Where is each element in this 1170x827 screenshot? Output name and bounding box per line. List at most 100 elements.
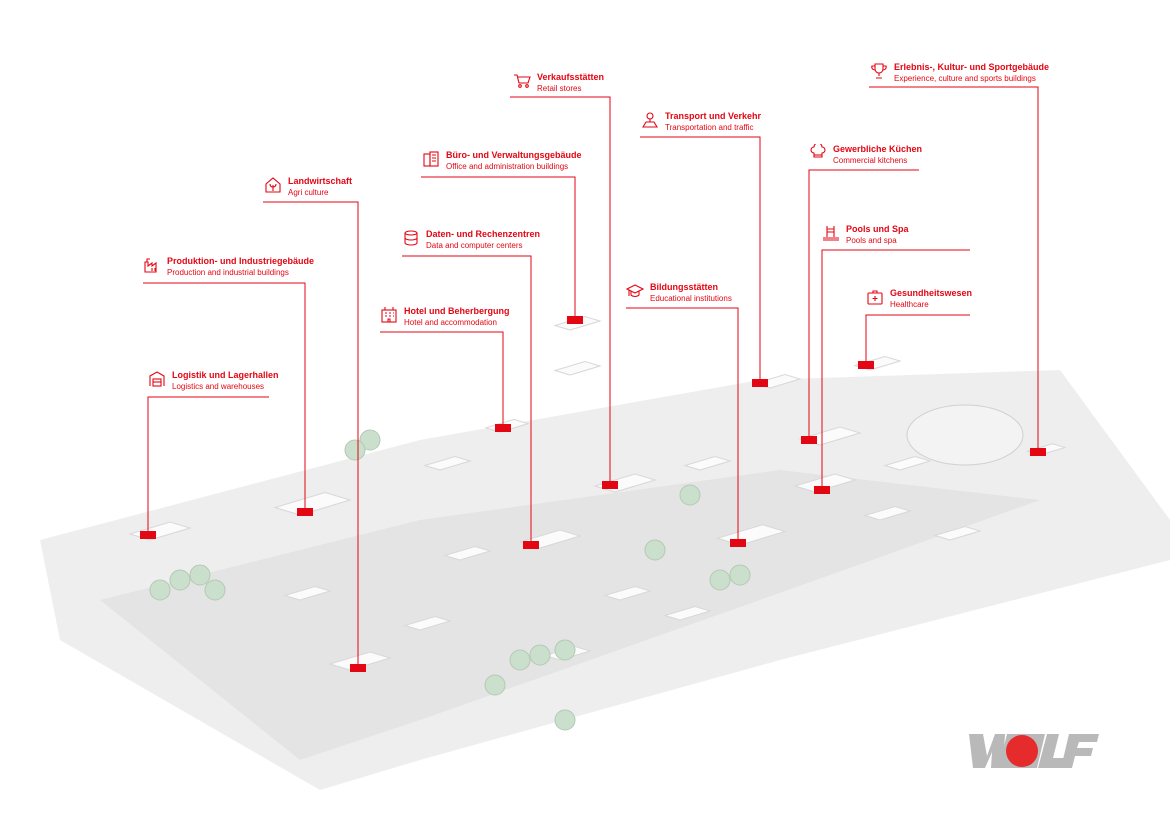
category-label-production[interactable]: Produktion- und Industriegebäude Product… bbox=[143, 256, 314, 278]
unit-marker-transport bbox=[752, 379, 768, 387]
trophy-icon bbox=[871, 63, 887, 79]
unit-marker-retail bbox=[602, 481, 618, 489]
tree bbox=[204, 579, 226, 601]
city-block bbox=[283, 585, 332, 601]
category-label-logistics[interactable]: Logistik und Lagerhallen Logistics and w… bbox=[148, 370, 279, 392]
tree bbox=[169, 569, 191, 591]
leader-line-health bbox=[865, 314, 970, 365]
category-label-pools[interactable]: Pools und Spa Pools and spa bbox=[822, 224, 909, 246]
leader-line-office bbox=[421, 176, 576, 320]
category-title: Erlebnis-, Kultur- und Sportgebäude bbox=[894, 62, 1049, 72]
category-title: Bildungsstätten bbox=[650, 282, 719, 292]
unit-marker-production bbox=[297, 508, 313, 516]
office-tower bbox=[553, 360, 602, 376]
category-subtitle: Transportation and traffic bbox=[665, 123, 754, 132]
category-label-transport[interactable]: Transport und Verkehr Transportation and… bbox=[641, 111, 761, 133]
shopping-cart-icon bbox=[514, 74, 531, 88]
category-label-health[interactable]: Gesundheitswesen Healthcare bbox=[866, 288, 972, 310]
category-title: Landwirtschaft bbox=[288, 176, 353, 186]
warehouse-icon bbox=[149, 371, 165, 387]
category-subtitle: Educational institutions bbox=[650, 294, 732, 303]
category-subtitle: Commercial kitchens bbox=[833, 156, 908, 165]
tree bbox=[189, 564, 211, 586]
chef-hat-icon bbox=[810, 144, 826, 158]
category-subtitle: Office and administration buildings bbox=[446, 162, 569, 171]
category-title: Verkaufsstätten bbox=[537, 72, 605, 82]
city-block bbox=[603, 585, 652, 601]
leader-line-culture bbox=[869, 86, 1039, 452]
category-title: Büro- und Verwaltungsgebäude bbox=[446, 150, 582, 160]
unit-marker-office bbox=[567, 316, 583, 324]
category-title: Logistik und Lagerhallen bbox=[172, 370, 279, 380]
unit-marker-education bbox=[730, 539, 746, 547]
greenhouse-plant-icon bbox=[265, 177, 281, 193]
tree bbox=[679, 484, 701, 506]
category-title: Daten- und Rechenzentren bbox=[426, 229, 541, 239]
tree bbox=[644, 539, 666, 561]
leader-line-transport bbox=[640, 136, 761, 383]
category-title: Produktion- und Industriegebäude bbox=[167, 256, 314, 266]
map-pin-icon bbox=[642, 112, 658, 128]
wolf-logo bbox=[969, 734, 1099, 768]
category-label-data[interactable]: Daten- und Rechenzentren Data and comput… bbox=[402, 229, 540, 251]
leader-line-logistics bbox=[147, 396, 269, 535]
city-block bbox=[883, 455, 932, 471]
city-block bbox=[663, 605, 712, 621]
leader-line-hotel bbox=[380, 331, 504, 428]
category-title: Gewerbliche Küchen bbox=[833, 144, 923, 154]
hotel-icon bbox=[381, 307, 397, 323]
unit-marker-health bbox=[858, 361, 874, 369]
city-block bbox=[423, 455, 472, 471]
database-icon bbox=[404, 230, 418, 246]
city-block bbox=[443, 545, 492, 561]
tree bbox=[554, 709, 576, 731]
category-subtitle: Retail stores bbox=[537, 84, 582, 93]
category-subtitle: Experience, culture and sports buildings bbox=[894, 74, 1036, 83]
first-aid-kit-icon bbox=[867, 290, 883, 305]
unit-marker-data bbox=[523, 541, 539, 549]
unit-marker-hotel bbox=[495, 424, 511, 432]
category-title: Transport und Verkehr bbox=[665, 111, 762, 121]
stadium bbox=[906, 404, 1024, 466]
leader-line-agri bbox=[263, 201, 359, 668]
factory bbox=[273, 491, 352, 516]
category-subtitle: Production and industrial buildings bbox=[167, 268, 289, 277]
category-title: Hotel und Beherbergung bbox=[404, 306, 510, 316]
category-label-culture[interactable]: Erlebnis-, Kultur- und Sportgebäude Expe… bbox=[870, 62, 1049, 84]
leader-line-data bbox=[402, 255, 532, 545]
tree bbox=[529, 644, 551, 666]
tree bbox=[709, 569, 731, 591]
unit-marker-logistics bbox=[140, 531, 156, 539]
category-label-agri[interactable]: Landwirtschaft Agri culture bbox=[264, 176, 352, 198]
office-building-icon bbox=[423, 151, 439, 167]
category-label-retail[interactable]: Verkaufsstätten Retail stores bbox=[513, 72, 604, 94]
city-block bbox=[933, 525, 982, 541]
category-label-education[interactable]: Bildungsstätten Educational institutions bbox=[626, 282, 732, 304]
category-label-hotel[interactable]: Hotel und Beherbergung Hotel and accommo… bbox=[380, 306, 510, 328]
city-block bbox=[403, 615, 452, 631]
tree bbox=[149, 579, 171, 601]
category-title: Gesundheitswesen bbox=[890, 288, 973, 298]
graduation-cap-icon bbox=[626, 284, 644, 298]
category-subtitle: Hotel and accommodation bbox=[404, 318, 497, 327]
category-subtitle: Healthcare bbox=[890, 300, 929, 309]
category-subtitle: Agri culture bbox=[288, 188, 329, 197]
pool-ladder-icon bbox=[823, 226, 839, 241]
leader-line-kitchen bbox=[808, 169, 919, 440]
unit-marker-agri bbox=[350, 664, 366, 672]
unit-marker-pools bbox=[814, 486, 830, 494]
tree bbox=[359, 429, 381, 451]
leader-line-retail bbox=[510, 96, 611, 485]
factory-icon bbox=[144, 258, 157, 273]
tree bbox=[344, 439, 366, 461]
category-subtitle: Pools and spa bbox=[846, 236, 897, 245]
tree bbox=[484, 674, 506, 696]
category-subtitle: Logistics and warehouses bbox=[172, 382, 265, 391]
unit-marker-kitchen bbox=[801, 436, 817, 444]
category-label-kitchen[interactable]: Gewerbliche Küchen Commercial kitchens bbox=[809, 144, 922, 166]
category-label-office[interactable]: Büro- und Verwaltungsgebäude Office and … bbox=[422, 150, 582, 172]
category-title: Pools und Spa bbox=[846, 224, 909, 234]
unit-marker-culture bbox=[1030, 448, 1046, 456]
category-subtitle: Data and computer centers bbox=[426, 241, 523, 250]
